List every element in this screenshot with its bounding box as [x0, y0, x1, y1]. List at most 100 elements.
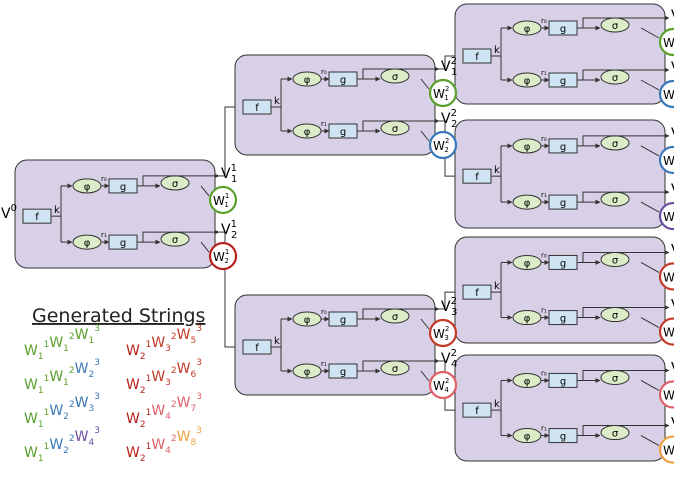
level3-node3-w-label: W33 — [663, 152, 674, 169]
phi-label: φ — [524, 198, 531, 209]
level3-node5-v-label: V35 — [671, 239, 674, 261]
g-label: g — [560, 376, 566, 387]
level3-node2-w-label: W32 — [663, 86, 674, 103]
level3-node8-w-circle — [658, 435, 674, 464]
phi-label: φ — [524, 258, 531, 269]
r0-label: r₀ — [541, 369, 547, 377]
lstm-cells: f k φ r₀ g σ φ r₁ g σ f k φ r₀ g σ φ r₁ g σ f k φ r₀ g σ φ r₁ g σ f k φ r… — [14, 3, 666, 462]
k-label: k — [494, 45, 500, 56]
level3-node7-w-label: W37 — [663, 386, 674, 403]
level2-node4-w-circle — [428, 370, 458, 400]
generated-string-left-1: W11W12W13 — [24, 324, 100, 362]
phi-label: φ — [524, 24, 531, 35]
r1-label: r₁ — [541, 191, 547, 199]
level3-node7-w-circle — [658, 380, 674, 409]
level2-node3-w-circle — [428, 318, 458, 348]
g-label: g — [560, 142, 566, 153]
phi-label: φ — [304, 75, 311, 86]
r1-label: r₁ — [101, 231, 107, 239]
level3-node3-v-label: V33 — [671, 123, 674, 145]
g-label: g — [340, 75, 346, 86]
k-label: k — [54, 205, 60, 216]
g-label: g — [120, 238, 126, 249]
sigma-label: σ — [612, 21, 619, 32]
sigma-label: σ — [612, 139, 619, 150]
generated-string-left-3: W11W22W33 — [24, 392, 100, 430]
level3-node8-w-label: W38 — [663, 442, 674, 459]
level3-node2-v-label: V32 — [671, 57, 674, 79]
level3-node6-w-circle — [658, 317, 674, 346]
g-label: g — [120, 182, 126, 193]
phi-label: φ — [524, 76, 531, 87]
phi-label: φ — [524, 432, 531, 443]
g-label: g — [340, 315, 346, 326]
k-label: k — [494, 165, 500, 176]
level3-node6-v-label: V36 — [671, 295, 674, 317]
f-label: f — [255, 103, 259, 114]
sigma-label: σ — [612, 429, 619, 440]
level1-node1-w-circle — [208, 185, 238, 215]
sigma-label: σ — [612, 373, 619, 384]
sigma-label: σ — [612, 73, 619, 84]
k-label: k — [494, 399, 500, 410]
generated-strings-title: Generated Strings — [32, 305, 205, 327]
level3-node5-w-label: W35 — [663, 268, 674, 285]
r0-label: r₀ — [541, 135, 547, 143]
root-v-label: V0 — [1, 203, 17, 222]
g-label: g — [560, 24, 566, 35]
f-label: f — [475, 172, 479, 183]
generated-strings-legend: Generated Strings W11W12W13W11W12W23W11W… — [24, 305, 205, 464]
generated-string-right-2: W21W32W63 — [126, 358, 202, 396]
level2-node2-w-circle — [428, 130, 458, 160]
r1-label: r₁ — [541, 69, 547, 77]
sigma-label: σ — [392, 124, 399, 135]
f-label: f — [475, 52, 479, 63]
phi-label: φ — [524, 142, 531, 153]
k-label: k — [274, 96, 280, 107]
level3-node6-w-label: W36 — [663, 324, 674, 341]
k-label: k — [274, 336, 280, 347]
sigma-label: σ — [392, 312, 399, 323]
generated-string-right-4: W21W42W83 — [126, 426, 202, 464]
level3-node3-w-circle — [658, 145, 674, 175]
level3-node4-v-label: V34 — [671, 179, 674, 201]
r0-label: r₀ — [541, 251, 547, 259]
r1-label: r₁ — [541, 307, 547, 315]
f-label: f — [255, 343, 259, 354]
sigma-label: σ — [172, 179, 179, 190]
g-label: g — [560, 258, 566, 269]
phi-label: φ — [304, 367, 311, 378]
f-label: f — [475, 406, 479, 417]
phi-label: φ — [304, 315, 311, 326]
level3-node4-w-circle — [658, 201, 674, 231]
f-label: f — [35, 212, 39, 223]
level3-node8-v-label: V38 — [671, 413, 674, 435]
g-label: g — [340, 367, 346, 378]
sigma-label: σ — [612, 255, 619, 266]
level3-node1-v-label: V31 — [671, 5, 674, 27]
root-state: V0 — [1, 203, 17, 222]
f-label: f — [475, 288, 479, 299]
g-label: g — [560, 198, 566, 209]
r1-label: r₁ — [541, 425, 547, 433]
generated-string-right-3: W21W42W73 — [126, 392, 202, 430]
cell-outputs: V11W11V12W12V21W21V22W22V23W23V24W24V31W… — [200, 5, 674, 464]
g-label: g — [560, 314, 566, 325]
sigma-label: σ — [172, 235, 179, 246]
level1-node2-w-circle — [208, 241, 238, 271]
